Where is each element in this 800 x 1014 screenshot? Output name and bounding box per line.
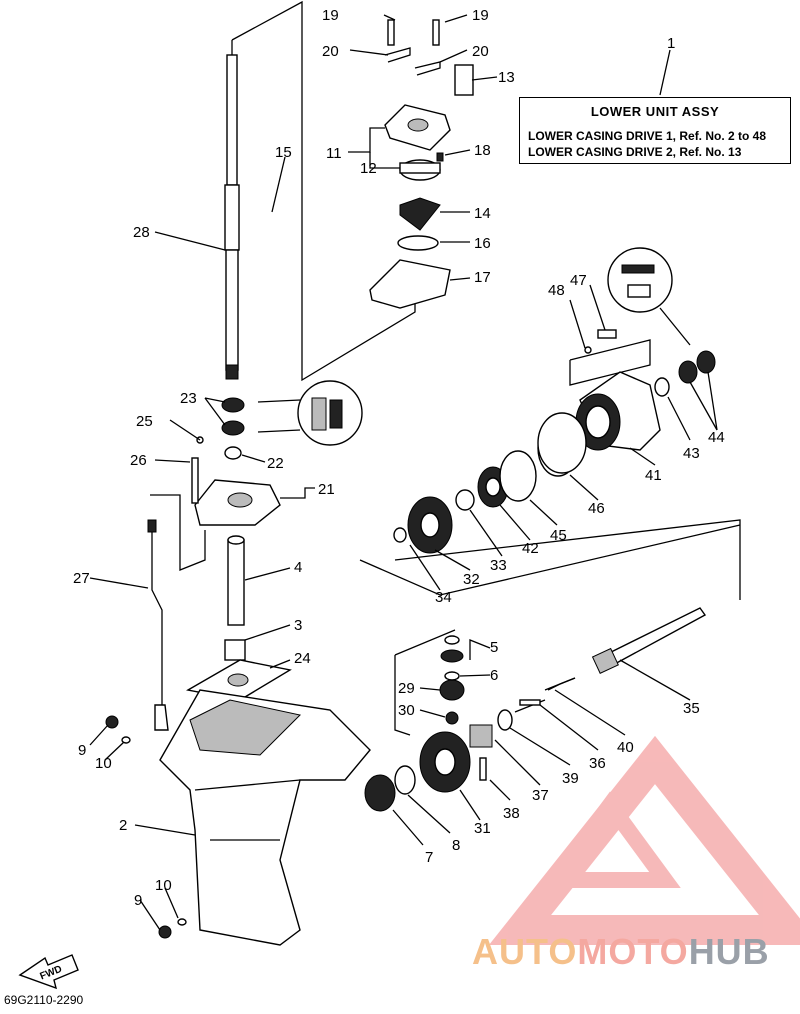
callout-13: 13 (498, 69, 515, 86)
callout-33: 33 (490, 557, 507, 574)
callout-32: 32 (463, 571, 480, 588)
callout-23: 23 (180, 390, 197, 407)
callout-19a: 19 (322, 7, 339, 24)
watermark-moto: MOTO (577, 931, 689, 972)
sleeve-parts (186, 535, 292, 701)
callout-44: 44 (708, 429, 725, 446)
callout-9a: 9 (78, 742, 86, 759)
callout-5: 5 (490, 639, 498, 656)
callout-10b: 10 (155, 877, 172, 894)
watermark-text: AUTOMOTOHUB (472, 931, 770, 973)
callout-20a: 20 (322, 43, 339, 60)
detail-magnifier-2 (607, 247, 691, 346)
callout-4: 4 (294, 559, 302, 576)
callout-38: 38 (503, 805, 520, 822)
callout-29: 29 (398, 680, 415, 697)
propeller-shaft (514, 607, 707, 713)
callout-48: 48 (548, 282, 565, 299)
callout-15: 15 (275, 144, 292, 161)
drawing-code: 69G2110-2290 (4, 993, 84, 1007)
title-line-1: LOWER CASING DRIVE 1, Ref. No. 2 to 48 (528, 129, 767, 143)
callout-36: 36 (589, 755, 606, 772)
callout-2: 2 (119, 817, 127, 834)
callout-18: 18 (474, 142, 491, 159)
callout-6: 6 (490, 667, 498, 684)
casing-bolts (105, 715, 187, 939)
callout-41: 41 (645, 467, 662, 484)
callout-47: 47 (570, 272, 587, 289)
water-pump-assembly (369, 19, 474, 309)
callout-39: 39 (562, 770, 579, 787)
callout-3: 3 (294, 617, 302, 634)
callout-35: 35 (683, 700, 700, 717)
upper-bearings (191, 397, 281, 526)
shift-rod (147, 519, 169, 731)
callout-10a: 10 (95, 755, 112, 772)
bearing-housing (537, 329, 716, 474)
callout-numbers: 1 2 3 4 5 6 7 8 9 10 9 10 11 12 13 14 15… (73, 7, 725, 909)
title-line-2: LOWER CASING DRIVE 2, Ref. No. 13 (528, 145, 742, 159)
callout-34: 34 (435, 589, 452, 606)
callout-28: 28 (133, 224, 150, 241)
callout-11: 11 (326, 145, 342, 162)
callout-16: 16 (474, 235, 491, 252)
watermark-auto: AUTO (472, 931, 578, 972)
callout-22: 22 (267, 455, 284, 472)
callout-12: 12 (360, 160, 377, 177)
watermark-logo (488, 735, 800, 945)
callout-17: 17 (474, 269, 491, 286)
callout-30: 30 (398, 702, 415, 719)
title-box: LOWER UNIT ASSY LOWER CASING DRIVE 1, Re… (519, 97, 791, 164)
leader-lines (89, 14, 718, 931)
callout-1: 1 (667, 35, 675, 52)
title-heading: LOWER UNIT ASSY (590, 104, 720, 119)
watermark-hub: HUB (688, 931, 770, 972)
callout-14: 14 (474, 205, 491, 222)
callout-20b: 20 (472, 43, 489, 60)
callout-45: 45 (550, 527, 567, 544)
lower-casing (159, 689, 371, 946)
callout-42: 42 (522, 540, 539, 557)
driveshaft (224, 54, 240, 380)
guide-lines (150, 0, 741, 736)
callout-9b: 9 (134, 892, 142, 909)
callout-7: 7 (425, 849, 433, 866)
callout-8: 8 (452, 837, 460, 854)
gears (364, 419, 579, 812)
callout-19b: 19 (472, 7, 489, 24)
callout-43: 43 (683, 445, 700, 462)
detail-magnifier-1 (257, 380, 363, 446)
callout-37: 37 (532, 787, 549, 804)
callout-26: 26 (130, 452, 147, 469)
callout-24: 24 (294, 650, 311, 667)
callout-21: 21 (318, 481, 335, 498)
fwd-arrow: FWD (18, 954, 79, 990)
callout-46: 46 (588, 500, 605, 517)
callout-25: 25 (136, 413, 153, 430)
callout-31: 31 (474, 820, 491, 837)
callout-40: 40 (617, 739, 634, 756)
callout-27: 27 (73, 570, 90, 587)
